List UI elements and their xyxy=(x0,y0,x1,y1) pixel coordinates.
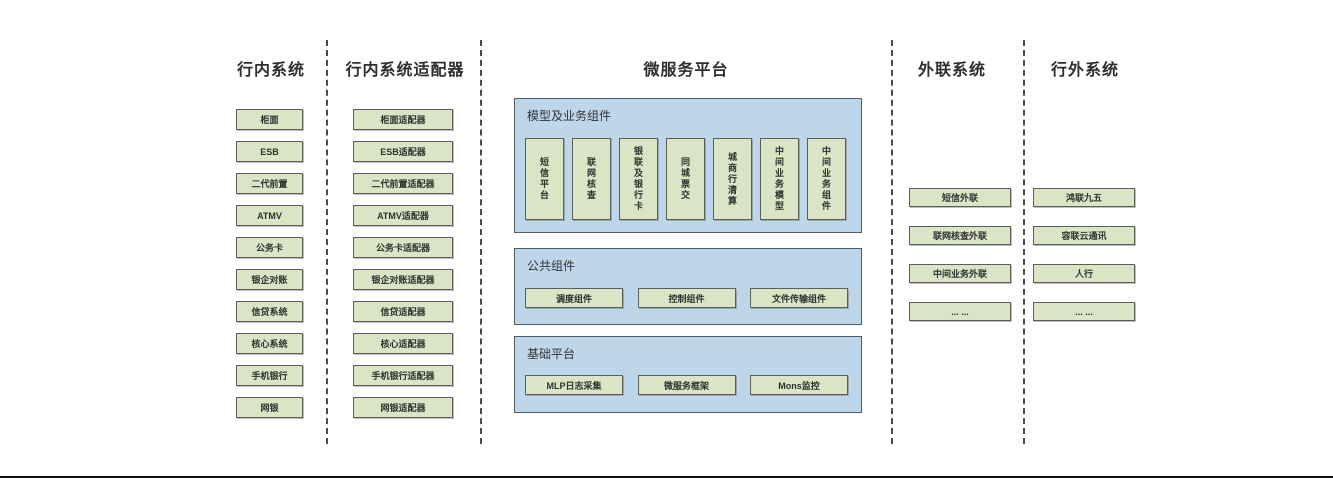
header-microservice-platform: 微服务平台 xyxy=(643,62,729,79)
outside-box: ... ... xyxy=(1033,302,1135,321)
system-box: 信贷系统 xyxy=(236,301,303,322)
system-box: 银企对账 xyxy=(236,269,303,290)
base-platform-row: MLP日志采集 微服务框架 Mons监控 xyxy=(525,375,848,395)
external-box: 短信外联 xyxy=(909,188,1011,207)
column-divider xyxy=(891,40,893,444)
external-box: ... ... xyxy=(909,302,1011,321)
system-box: ATMV xyxy=(236,205,303,226)
component-box: 调度组件 xyxy=(525,288,623,308)
adapter-box: ATMV适配器 xyxy=(353,205,453,226)
panel-common-components: 公共组件 调度组件 控制组件 文件传输组件 xyxy=(514,248,862,325)
outside-box: 人行 xyxy=(1033,264,1135,283)
component-box: Mons监控 xyxy=(750,375,848,395)
external-box: 联网核查外联 xyxy=(909,226,1011,245)
system-box: 核心系统 xyxy=(236,333,303,354)
common-components-row: 调度组件 控制组件 文件传输组件 xyxy=(525,288,848,308)
panel-label: 公共组件 xyxy=(527,259,576,273)
component-box: 中间业务模型 xyxy=(760,138,799,220)
adapter-box: 银企对账适配器 xyxy=(353,269,453,290)
adapter-box: 二代前置适配器 xyxy=(353,173,453,194)
component-box: 中间业务组件 xyxy=(807,138,846,220)
outside-box: 容联云通讯 xyxy=(1033,226,1135,245)
adapter-box: 手机银行适配器 xyxy=(353,365,453,386)
external-box: 中间业务外联 xyxy=(909,264,1011,283)
column-divider xyxy=(326,40,328,444)
system-box: 公务卡 xyxy=(236,237,303,258)
component-box: 微服务框架 xyxy=(637,375,736,395)
bottom-rule xyxy=(0,476,1333,478)
adapter-box: 公务卡适配器 xyxy=(353,237,453,258)
component-box: 短信平台 xyxy=(525,138,564,220)
panel-model-business-components: 模型及业务组件 短信平台 联网核查 银联及银行卡 同城票交 城商行清算 中间业务… xyxy=(514,98,862,233)
column-divider xyxy=(480,40,482,444)
component-box: 同城票交 xyxy=(666,138,705,220)
adapter-box: 网银适配器 xyxy=(353,397,453,418)
outside-systems-list: 鸿联九五 容联云通讯 人行 ... ... xyxy=(1033,188,1135,321)
component-box: 城商行清算 xyxy=(713,138,752,220)
system-box: 手机银行 xyxy=(236,365,303,386)
component-box: MLP日志采集 xyxy=(525,375,623,395)
internal-adapters-list: 柜面适配器 ESB适配器 二代前置适配器 ATMV适配器 公务卡适配器 银企对账… xyxy=(353,109,453,418)
adapter-box: 核心适配器 xyxy=(353,333,453,354)
header-internal-adapters: 行内系统适配器 xyxy=(345,62,465,79)
panel-label: 模型及业务组件 xyxy=(527,109,612,123)
panel-label: 基础平台 xyxy=(527,347,576,361)
model-components-row: 短信平台 联网核查 银联及银行卡 同城票交 城商行清算 中间业务模型 中间业务组… xyxy=(525,138,846,220)
component-box: 文件传输组件 xyxy=(750,288,848,308)
internal-systems-list: 柜面 ESB 二代前置 ATMV 公务卡 银企对账 信贷系统 核心系统 手机银行… xyxy=(236,109,303,418)
external-link-systems-list: 短信外联 联网核查外联 中间业务外联 ... ... xyxy=(909,188,1011,321)
header-outside-systems: 行外系统 xyxy=(1050,62,1119,79)
component-box: 联网核查 xyxy=(572,138,611,220)
panel-base-platform: 基础平台 MLP日志采集 微服务框架 Mons监控 xyxy=(514,336,862,413)
system-box: ESB xyxy=(236,141,303,162)
outside-box: 鸿联九五 xyxy=(1033,188,1135,207)
adapter-box: 信贷适配器 xyxy=(353,301,453,322)
system-box: 网银 xyxy=(236,397,303,418)
component-box: 控制组件 xyxy=(637,288,736,308)
header-external-link-systems: 外联系统 xyxy=(917,62,986,79)
adapter-box: 柜面适配器 xyxy=(353,109,453,130)
system-box: 柜面 xyxy=(236,109,303,130)
header-internal-systems: 行内系统 xyxy=(236,62,305,79)
component-box: 银联及银行卡 xyxy=(619,138,658,220)
adapter-box: ESB适配器 xyxy=(353,141,453,162)
column-divider xyxy=(1023,40,1025,444)
system-box: 二代前置 xyxy=(236,173,303,194)
